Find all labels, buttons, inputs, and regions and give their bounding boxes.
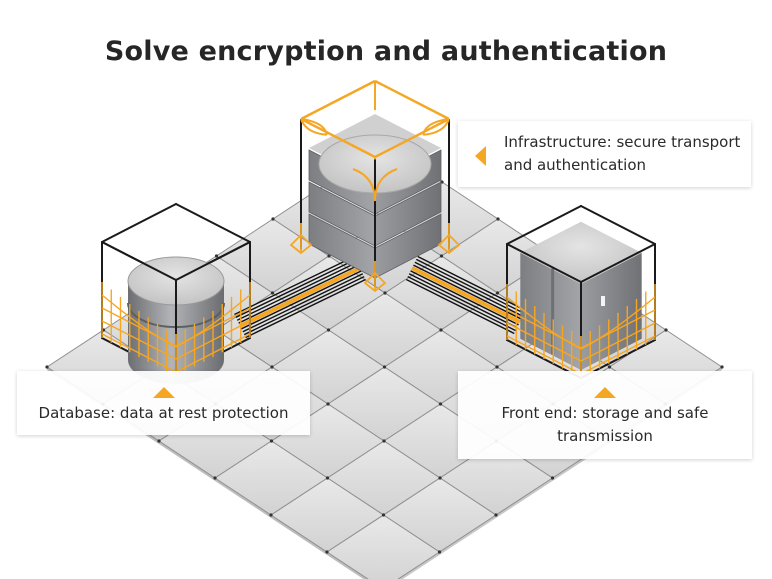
grid-node — [326, 402, 330, 406]
lattice-rail — [506, 335, 582, 375]
lattice-rail — [101, 294, 177, 348]
nodes — [101, 79, 656, 384]
cable-strand — [405, 278, 515, 335]
frame-bracket — [300, 118, 328, 136]
infrastructure-node — [289, 79, 461, 293]
frontend-node — [506, 205, 656, 379]
database-caption: Database: data at rest protection — [17, 371, 310, 435]
frame-edge-accent — [374, 79, 450, 121]
cable-strand — [413, 264, 522, 320]
cable-strand — [245, 278, 366, 339]
cable-core — [411, 266, 521, 324]
cable-strand — [242, 273, 364, 333]
grid-node — [383, 291, 387, 295]
link-infrastructure-frontend — [405, 255, 527, 335]
lattice-rail — [580, 322, 656, 362]
grid-node — [494, 513, 498, 517]
frame-edge — [175, 241, 251, 281]
grid-node — [271, 217, 275, 221]
grid-node — [382, 439, 386, 443]
lattice-rail — [175, 320, 251, 360]
grid-node — [157, 439, 161, 443]
lattice-rail — [580, 335, 656, 375]
grid-node — [664, 328, 668, 332]
grid-node — [437, 550, 442, 554]
lattice-rail — [175, 333, 251, 373]
cable-strand — [408, 273, 518, 329]
grid-node — [269, 439, 274, 443]
grid-node — [381, 513, 386, 517]
cube-slot — [601, 296, 605, 306]
up-arrow-icon — [594, 387, 616, 398]
cable-strand — [238, 264, 359, 324]
frame-bracket — [300, 118, 327, 136]
infrastructure-caption: Infrastructure: secure transport and aut… — [458, 121, 751, 187]
lattice-rail — [506, 296, 582, 350]
lattice-rail — [580, 296, 656, 350]
frame-edge — [175, 203, 251, 243]
frame-edge — [506, 243, 582, 283]
frame-truss — [352, 168, 398, 202]
page-title: Solve encryption and authentication — [104, 36, 668, 67]
grid-node — [270, 365, 274, 369]
lattice-rail — [101, 320, 177, 360]
frame-edge — [101, 203, 177, 243]
frame-bracket — [422, 118, 450, 136]
frame-edge — [506, 205, 582, 245]
cable-strand — [236, 261, 358, 321]
frame-edge — [101, 241, 177, 281]
cable-strand — [410, 270, 519, 326]
up-arrow-icon — [153, 387, 175, 398]
cable-core — [239, 266, 361, 328]
lattice-rail — [175, 294, 251, 348]
infrastructure-caption-text: Infrastructure: secure transport and aut… — [504, 133, 741, 174]
grid-node — [495, 291, 500, 295]
grid-node — [269, 513, 273, 517]
frame-edge — [580, 243, 656, 283]
frontend-caption-text: Front end: storage and safe transmission — [501, 404, 709, 445]
grid-node — [213, 476, 217, 480]
cable-strand — [414, 261, 524, 317]
grid-node — [439, 254, 444, 258]
database-caption-text: Database: data at rest protection — [38, 404, 289, 422]
grid-node — [325, 550, 329, 554]
grid-node — [550, 476, 555, 480]
grid-node — [270, 291, 275, 295]
grid-node — [495, 365, 499, 369]
grid-node — [438, 402, 443, 406]
lattice-rail — [506, 322, 582, 362]
grid-node — [214, 254, 219, 258]
left-arrow-icon — [475, 146, 486, 166]
cable-strand — [243, 276, 365, 336]
cable-strand — [234, 255, 355, 316]
cable-strand — [241, 270, 362, 330]
frame-bracket — [423, 118, 450, 136]
frame-edge-accent — [300, 117, 376, 159]
grid-node — [496, 217, 500, 221]
frame-edge-accent — [374, 117, 450, 159]
cube-top-face — [520, 221, 642, 284]
connection-links — [234, 255, 527, 339]
grid-node — [327, 254, 331, 258]
database-node — [101, 203, 251, 384]
floor-tile — [326, 514, 441, 579]
grid-node — [439, 328, 443, 332]
grid-node — [607, 365, 612, 369]
cable-strand — [407, 275, 517, 332]
grid-node — [382, 365, 387, 369]
grid-node — [326, 328, 331, 332]
grid-node — [438, 476, 442, 480]
grid-node — [325, 476, 330, 480]
link-infrastructure-database — [234, 255, 366, 339]
grid-node — [45, 365, 49, 369]
frame-edge-accent — [300, 79, 376, 121]
cable-strand — [235, 258, 357, 318]
frame-edge — [580, 205, 656, 245]
grid-node — [720, 365, 724, 369]
lattice-rail — [101, 333, 177, 373]
frontend-caption: Front end: storage and safe transmission — [458, 371, 752, 459]
